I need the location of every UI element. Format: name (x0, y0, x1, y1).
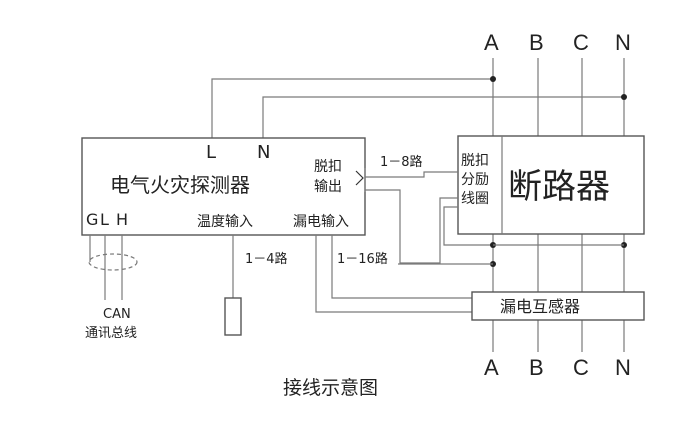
detector-box (81, 137, 366, 236)
can-bus-label: 通讯总线 (85, 326, 137, 341)
detector-title: 电气火灾探测器 (110, 173, 250, 197)
junction-l (490, 76, 496, 82)
phase-bottom-n: N (615, 355, 631, 380)
wire-trip-upper (365, 171, 458, 178)
terminal-l: L (100, 210, 109, 229)
transformer-label: 漏电互感器 (500, 297, 580, 316)
coil-label-line1: 脱扣 (461, 153, 489, 169)
trip-output-line1: 脱扣 (314, 159, 342, 175)
relay-contact (355, 170, 364, 186)
leak-input-label: 漏电输入 (293, 214, 349, 230)
coil-label-line2: 分励 (461, 172, 489, 188)
wire-power-n (262, 96, 624, 138)
diagram-caption: 接线示意图 (283, 377, 378, 399)
wire-trip-lower (365, 189, 458, 264)
phase-top-a: A (484, 30, 499, 55)
wire-leak-2 (331, 235, 472, 299)
transformer-box (471, 291, 645, 321)
wire-leak-1 (315, 235, 472, 313)
phase-bottom-a: A (484, 355, 499, 380)
phase-top-b: B (529, 30, 544, 55)
route-1-16-label: 1－16路 (337, 251, 388, 267)
detector-l-label: L (206, 142, 216, 163)
wire-power-l (211, 78, 493, 138)
temp-sensor (224, 297, 242, 336)
can-label: CAN (103, 307, 131, 322)
phase-bottom-c: C (573, 355, 589, 380)
junction-n (621, 94, 627, 100)
breaker-box (457, 135, 645, 235)
phase-top-n: N (615, 30, 631, 55)
detector-n-label: N (257, 142, 270, 163)
terminal-h: H (116, 210, 128, 229)
phase-bottom-b: B (529, 355, 544, 380)
trip-output-line2: 输出 (314, 179, 342, 195)
wire-coil (443, 206, 493, 246)
can-shield (88, 253, 138, 271)
breaker-title: 断路器 (508, 167, 610, 207)
temp-input-label: 温度输入 (197, 214, 253, 230)
route-1-8-label: 1－8路 (380, 154, 423, 170)
route-1-4-label: 1－4路 (245, 251, 288, 267)
coil-label-line3: 线圈 (461, 191, 489, 207)
terminal-g: G (86, 210, 98, 229)
phase-top-c: C (573, 30, 589, 55)
